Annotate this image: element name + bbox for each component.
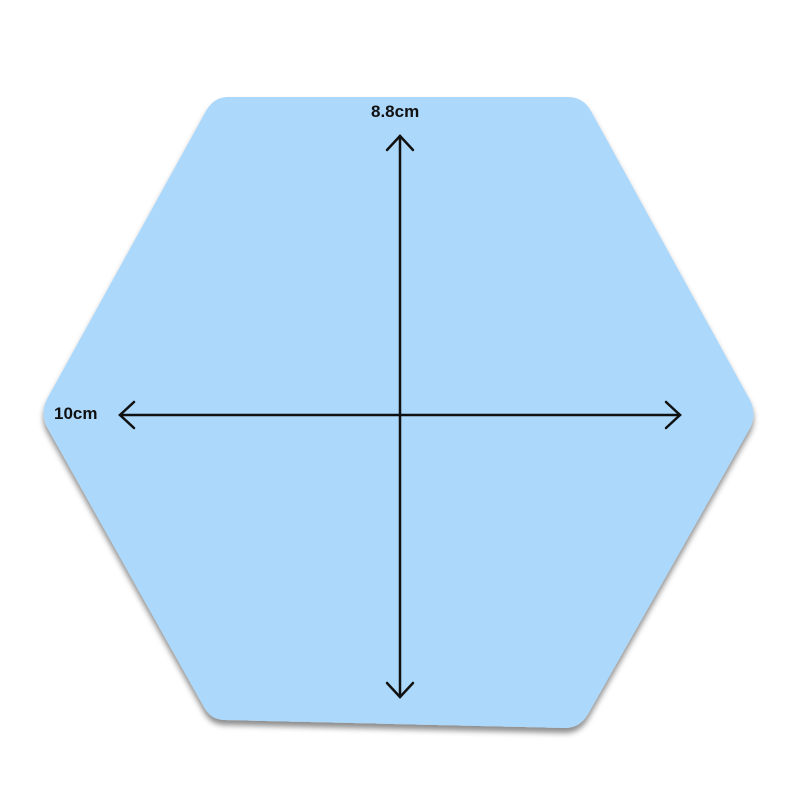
arrow-up-head — [385, 134, 415, 152]
arrow-left-head — [118, 400, 136, 430]
arrow-right-head — [664, 400, 682, 430]
arrow-down-head — [385, 681, 415, 699]
horizontal-dimension-label: 10cm — [54, 404, 98, 423]
hexagon-shape — [43, 97, 754, 728]
vertical-dimension-label: 8.8cm — [371, 102, 420, 121]
